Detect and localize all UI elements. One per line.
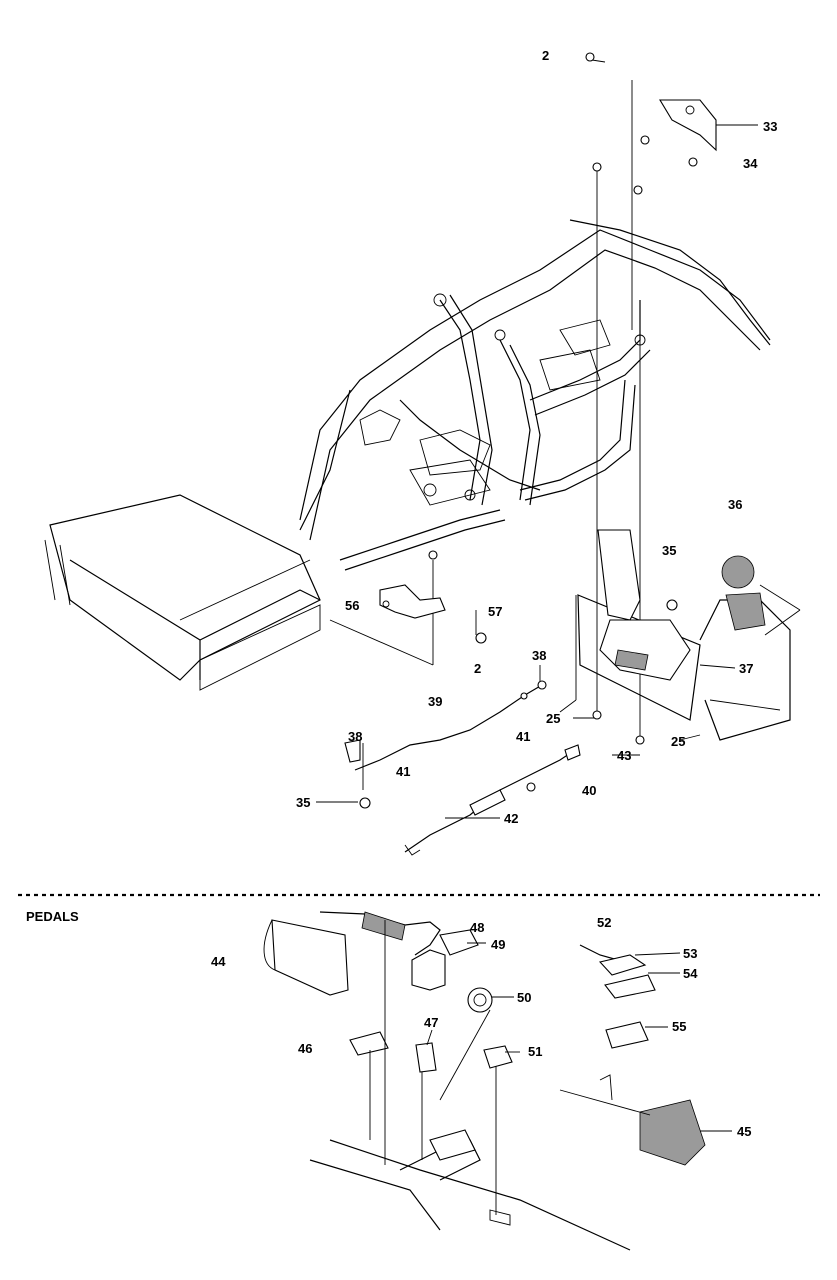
callout-54: 54 [683, 966, 698, 981]
callout-2-mid: 2 [474, 661, 481, 676]
callout-33: 33 [763, 119, 777, 134]
callout-39: 39 [428, 694, 442, 709]
bracket-33 [659, 99, 717, 152]
bracket-56 [379, 584, 446, 619]
callout-40: 40 [582, 783, 596, 798]
callout-25-left: 25 [546, 711, 560, 726]
pedal-assembly-upper [577, 529, 791, 741]
callout-36: 36 [728, 497, 742, 512]
callout-42: 42 [504, 811, 518, 826]
callout-53: 53 [683, 946, 697, 961]
callout-38-right: 38 [532, 648, 546, 663]
callout-34: 34 [743, 156, 758, 171]
callout-25-right: 25 [671, 734, 685, 749]
cables [344, 680, 581, 856]
callout-56: 56 [345, 598, 359, 613]
callout-44: 44 [211, 954, 226, 969]
floor-plate [44, 494, 321, 691]
callout-35-right: 35 [662, 543, 676, 558]
callout-46: 46 [298, 1041, 312, 1056]
frame-assembly [299, 219, 771, 571]
callout-41-right: 41 [516, 729, 530, 744]
callout-55: 55 [672, 1019, 686, 1034]
callout-43: 43 [617, 748, 631, 763]
callout-48: 48 [470, 920, 484, 935]
callout-49: 49 [491, 937, 505, 952]
callout-35-left: 35 [296, 795, 310, 810]
callout-41-left: 41 [396, 764, 410, 779]
callout-labels: 2 33 34 36 35 56 57 2 38 37 39 25 41 25 … [26, 48, 777, 1139]
callout-52: 52 [597, 915, 611, 930]
callout-50: 50 [517, 990, 531, 1005]
leader-lines-upper [316, 59, 801, 819]
section-title-pedals: PEDALS [26, 909, 79, 924]
hardware [359, 52, 698, 809]
callout-2-top: 2 [542, 48, 549, 63]
callout-37: 37 [739, 661, 753, 676]
callout-51: 51 [528, 1044, 542, 1059]
callout-57: 57 [488, 604, 502, 619]
pedals-section [263, 911, 732, 1251]
callout-38-left: 38 [348, 729, 362, 744]
callout-47: 47 [424, 1015, 438, 1030]
callout-45: 45 [737, 1124, 751, 1139]
